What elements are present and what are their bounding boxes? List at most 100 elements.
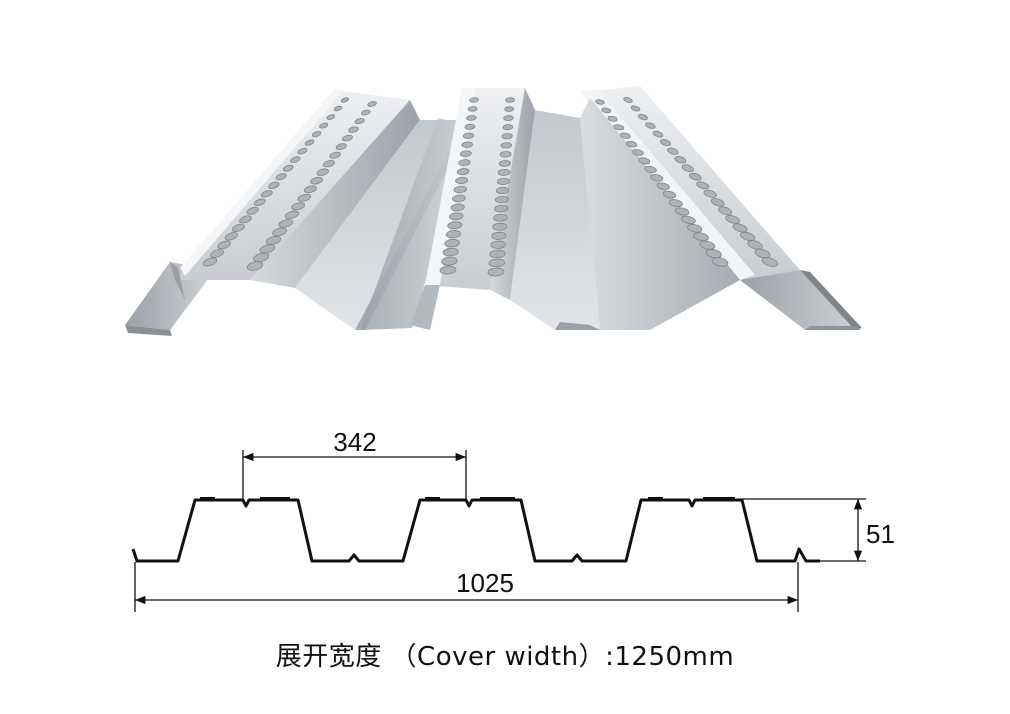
embossment xyxy=(493,213,508,222)
embossment xyxy=(681,215,696,225)
embossment xyxy=(652,130,664,138)
embossment xyxy=(711,257,729,267)
embossment xyxy=(504,106,515,112)
embossment xyxy=(703,189,717,198)
embossment xyxy=(340,97,350,103)
embossment xyxy=(464,123,476,130)
embossment xyxy=(705,249,722,259)
embossment xyxy=(495,195,509,204)
embossment xyxy=(499,151,512,158)
embossment xyxy=(469,97,479,103)
embossment xyxy=(503,115,514,121)
embossment xyxy=(681,164,694,172)
embossment xyxy=(497,168,511,176)
embossment xyxy=(498,160,511,167)
embossment xyxy=(326,114,336,120)
embossment xyxy=(452,194,466,203)
embossment xyxy=(489,249,506,259)
embossment xyxy=(687,224,703,233)
embossment xyxy=(693,232,709,242)
embossment xyxy=(674,156,687,164)
embossment xyxy=(650,174,664,182)
embossment xyxy=(659,139,671,147)
embossment xyxy=(259,244,276,254)
embossment xyxy=(268,181,280,189)
embossment xyxy=(310,176,323,185)
embossment xyxy=(740,231,756,241)
embossment xyxy=(638,157,651,165)
embossment xyxy=(699,240,716,250)
embossment xyxy=(202,257,218,267)
cover-width-label: 1025 xyxy=(456,568,514,598)
height-label: 51 xyxy=(866,519,895,549)
embossment xyxy=(303,185,317,194)
embossment xyxy=(623,97,633,103)
embossment xyxy=(689,172,702,181)
embossment xyxy=(613,124,625,131)
embossment xyxy=(725,215,740,224)
embossment xyxy=(668,199,683,208)
embossment xyxy=(275,173,287,181)
embossment xyxy=(718,206,733,216)
embossment xyxy=(500,142,512,149)
embossment xyxy=(502,124,514,131)
embossment xyxy=(490,240,506,249)
deck-illustration xyxy=(125,86,862,336)
embossment xyxy=(239,215,252,224)
embossment xyxy=(319,122,329,129)
dimension-cover-width xyxy=(134,562,799,612)
embossment xyxy=(747,240,763,250)
embossment xyxy=(595,99,605,105)
embossment xyxy=(488,258,505,268)
embossment xyxy=(619,132,631,139)
embossment xyxy=(645,122,656,129)
embossment xyxy=(644,165,657,173)
embossment xyxy=(632,149,644,156)
embossment xyxy=(316,168,329,176)
embossment xyxy=(367,101,377,107)
embossment xyxy=(450,203,465,212)
embossment xyxy=(496,177,510,186)
embossment xyxy=(662,190,677,199)
embossment xyxy=(253,198,266,207)
embossment xyxy=(322,160,335,168)
caption: 展开宽度 （Cover width）:1250mm xyxy=(275,642,735,672)
embossment xyxy=(246,206,259,215)
embossment xyxy=(495,186,510,195)
deck-trough-1 xyxy=(295,118,470,330)
embossment xyxy=(674,207,690,216)
embossment xyxy=(246,261,264,271)
embossment xyxy=(455,176,469,185)
embossment xyxy=(231,223,245,232)
embossment xyxy=(462,132,475,139)
embossment xyxy=(333,105,343,112)
embossment xyxy=(297,148,308,155)
embossment xyxy=(354,118,365,125)
embossment xyxy=(601,107,612,114)
embossment xyxy=(607,115,618,122)
embossment xyxy=(637,113,648,121)
embossment xyxy=(265,235,282,245)
pitch-label: 342 xyxy=(333,427,376,457)
embossment xyxy=(260,190,273,198)
embossment xyxy=(487,267,505,277)
embossment xyxy=(284,210,300,219)
embossment xyxy=(448,212,464,221)
embossment xyxy=(625,140,638,148)
embossment xyxy=(311,131,322,138)
embossment xyxy=(710,198,725,207)
embossment xyxy=(461,141,473,148)
embossment xyxy=(291,202,306,211)
embossment xyxy=(656,182,670,190)
embossment xyxy=(439,265,457,275)
embossment xyxy=(442,247,459,257)
embossment xyxy=(304,139,315,146)
embossment xyxy=(360,109,371,116)
embossment xyxy=(348,126,359,133)
dimension-height xyxy=(742,498,866,562)
dimension-pitch xyxy=(242,450,467,500)
embossment xyxy=(505,97,515,103)
embossment xyxy=(754,248,771,259)
embossment xyxy=(696,181,710,190)
